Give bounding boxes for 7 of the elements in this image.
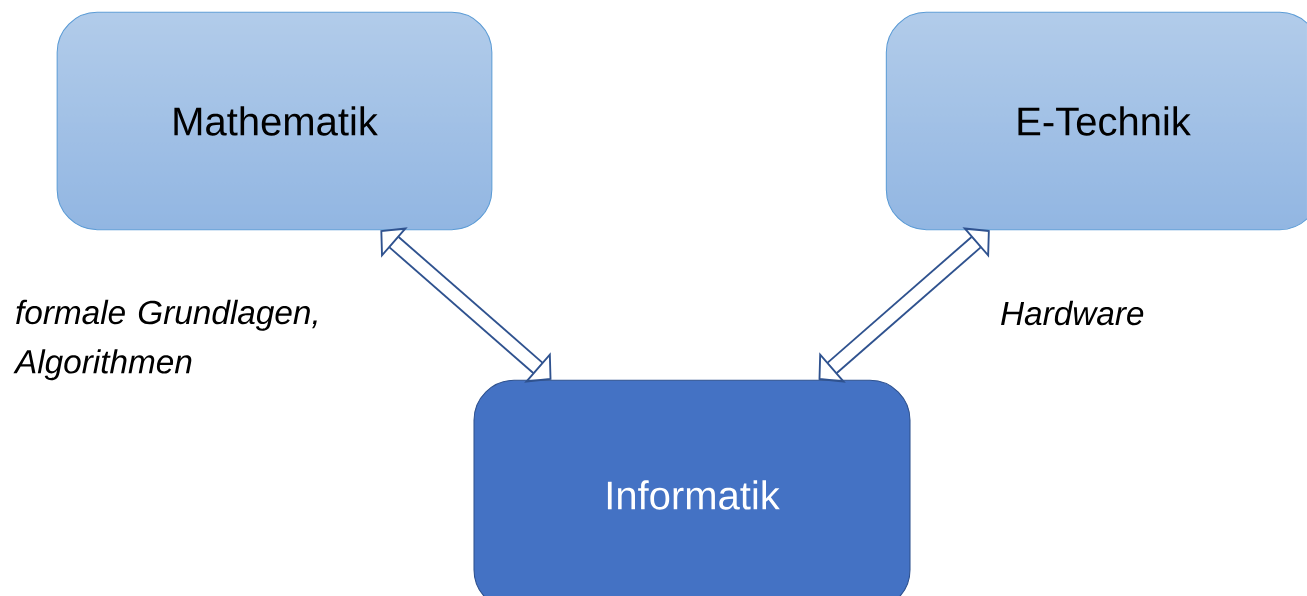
edge-label: formale Grundlagen, Algorithmen <box>13 299 317 381</box>
double-arrow <box>818 227 990 383</box>
edge-label: Hardware <box>1001 300 1144 326</box>
process-box: Informatik <box>473 379 911 596</box>
process-box: Mathematik <box>56 11 493 231</box>
double-arrow <box>380 227 552 383</box>
process-box: E-Technik <box>885 11 1307 231</box>
